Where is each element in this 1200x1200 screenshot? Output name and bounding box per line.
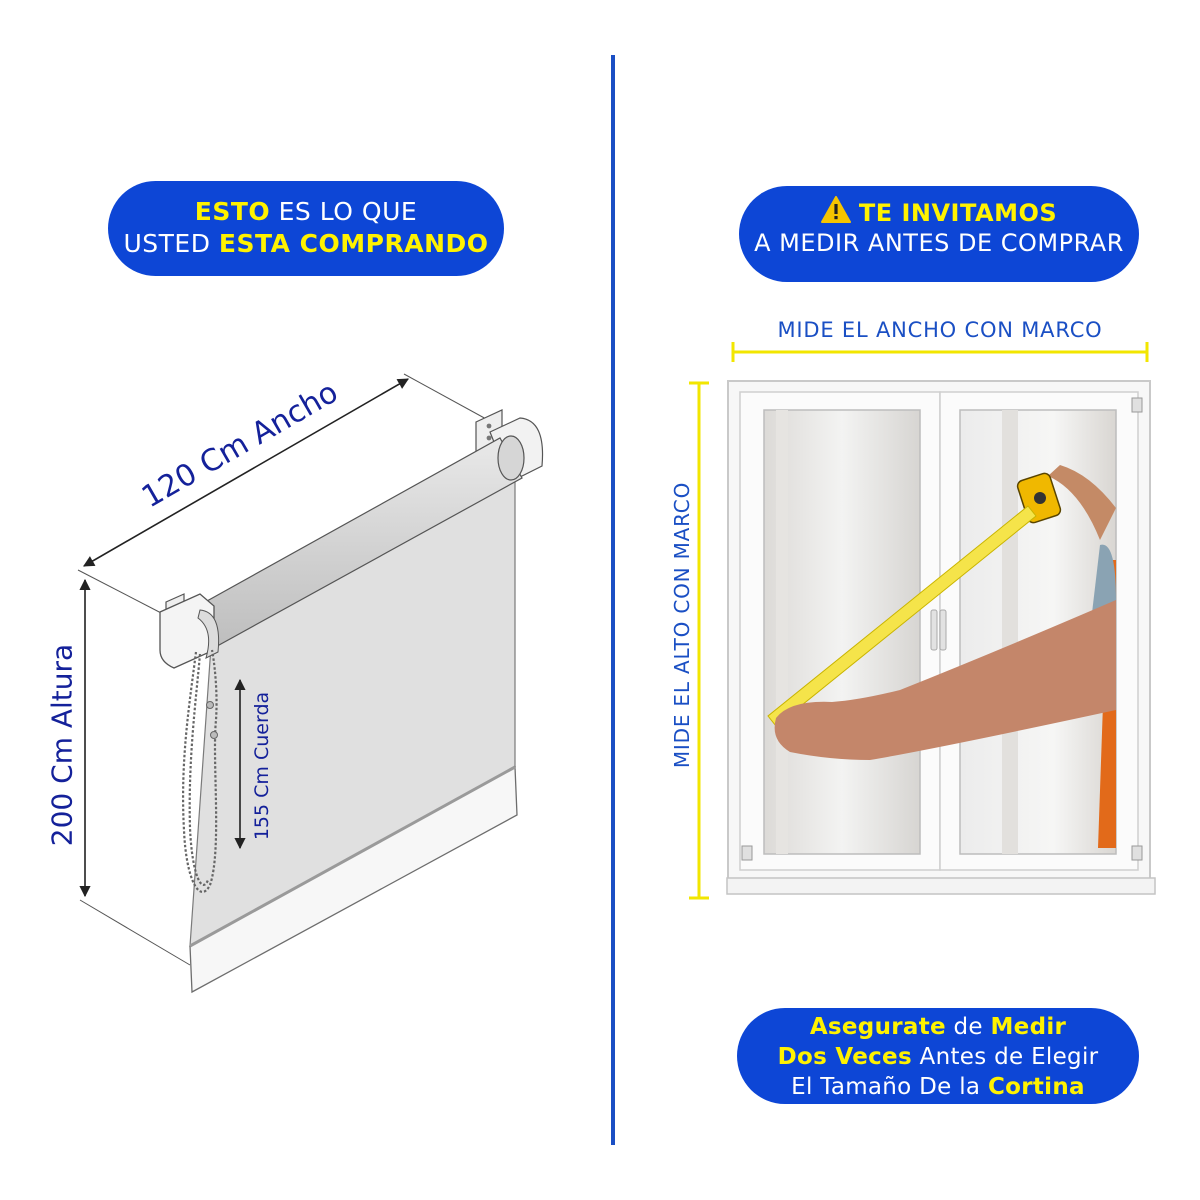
badge-text: A MEDIR ANTES DE COMPRAR — [754, 229, 1124, 257]
cord-measurement-label: 155 Cm Cuerda — [251, 691, 273, 841]
height-dimension — [79, 578, 191, 966]
window-height-label: MIDE EL ALTO CON MARCO — [670, 481, 694, 769]
purchase-info-badge: ESTO ES LO QUE USTED ESTA COMPRANDO — [108, 181, 504, 276]
badge-highlight: TE INVITAMOS — [858, 199, 1058, 227]
chain-stopper — [210, 731, 218, 739]
right-sash — [939, 391, 1139, 871]
hinge — [1131, 397, 1143, 413]
badge-text: de — [945, 1014, 991, 1040]
badge-line-1: ESTO ES LO QUE — [108, 196, 504, 228]
height-measurement-label: 200 Cm Altura — [45, 643, 79, 847]
center-divider — [611, 55, 615, 1145]
tape-blade — [767, 505, 1037, 727]
right-glass — [959, 409, 1117, 855]
background-column — [1002, 410, 1018, 854]
lower-arm — [774, 600, 1116, 760]
badge-line-1: Asegurate de Medir — [737, 1012, 1139, 1042]
badge-highlight: Dos Veces — [777, 1044, 912, 1070]
badge-line-3: El Tamaño De la Cortina — [737, 1072, 1139, 1102]
badge-line-2: USTED ESTA COMPRANDO — [108, 228, 504, 260]
width-measure-line — [731, 342, 1149, 362]
badge-text: Antes de Elegir — [911, 1044, 1099, 1070]
hinge — [741, 845, 753, 861]
left-sash — [739, 391, 941, 871]
badge-text: El Tamaño De la — [791, 1074, 988, 1100]
badge-highlight: ESTO — [194, 197, 271, 226]
badge-text: USTED — [123, 229, 219, 258]
window-width-label: MIDE EL ANCHO CON MARCO — [777, 318, 1103, 342]
left-glass — [763, 409, 921, 855]
window-handle — [939, 609, 947, 651]
badge-highlight: Medir — [990, 1014, 1067, 1040]
hinge — [1131, 845, 1143, 861]
tape-measure — [1016, 472, 1062, 524]
badge-highlight: Asegurate — [809, 1014, 946, 1040]
badge-highlight: ESTA COMPRANDO — [218, 229, 489, 258]
roller-blind-illustration — [77, 373, 544, 994]
badge-line-1: TE INVITAMOS — [739, 196, 1139, 228]
window-sill — [726, 877, 1156, 895]
upper-arm — [1048, 465, 1116, 540]
window-frame — [727, 380, 1151, 882]
worker-vest — [1098, 560, 1116, 848]
bead-chain — [181, 649, 218, 893]
left-control-end — [159, 593, 220, 669]
background-column — [776, 410, 788, 854]
measure-invite-badge: TE INVITAMOS A MEDIR ANTES DE COMPRAR — [739, 186, 1139, 282]
warning-icon — [820, 196, 851, 223]
badge-highlight: Cortina — [987, 1074, 1085, 1100]
worker-sleeve — [1090, 544, 1116, 630]
badge-line-2: Dos Veces Antes de Elegir — [737, 1042, 1139, 1072]
measure-twice-badge: Asegurate de Medir Dos Veces Antes de El… — [737, 1008, 1139, 1104]
window-handle — [930, 609, 938, 651]
width-dimension — [77, 373, 489, 616]
chain-stopper — [206, 701, 214, 709]
badge-text: ES LO QUE — [270, 197, 418, 226]
